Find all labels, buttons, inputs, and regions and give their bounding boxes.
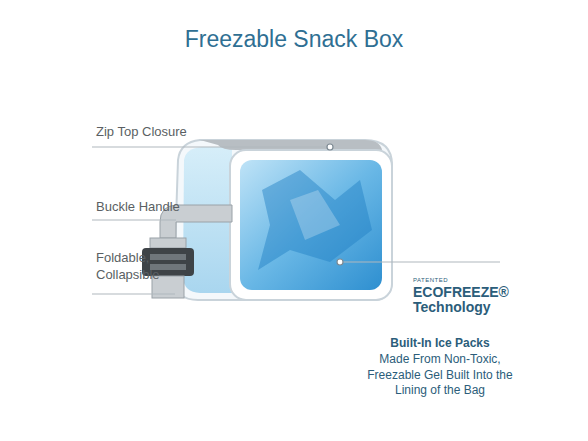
- leader-dot: [337, 259, 343, 265]
- title: Freezable Snack Box: [0, 26, 588, 53]
- brand-label: ECOFREEZE® Technology: [413, 285, 531, 316]
- buckle: [150, 254, 186, 260]
- part-label: Zip Top Closure: [96, 124, 296, 141]
- brand-label: PATENTED: [413, 277, 493, 285]
- gel-texture: [290, 190, 340, 240]
- leader-line: [92, 219, 176, 220]
- zip-closure: [200, 140, 382, 150]
- bag-front: [230, 150, 392, 300]
- leader-line: [92, 293, 175, 294]
- front-ice-pack: [240, 160, 382, 290]
- strap: [150, 238, 186, 248]
- part-label: Foldable, Collapsible: [96, 250, 186, 284]
- leader-dot: [327, 144, 333, 150]
- leader-line: [92, 146, 330, 147]
- part-label: Buckle Handle: [96, 199, 296, 216]
- gel-texture: [258, 170, 372, 270]
- note: Built-In Ice Packs: [350, 336, 530, 352]
- note: Made From Non-Toxic, Freezable Gel Built…: [365, 352, 515, 399]
- leader-line: [340, 261, 500, 262]
